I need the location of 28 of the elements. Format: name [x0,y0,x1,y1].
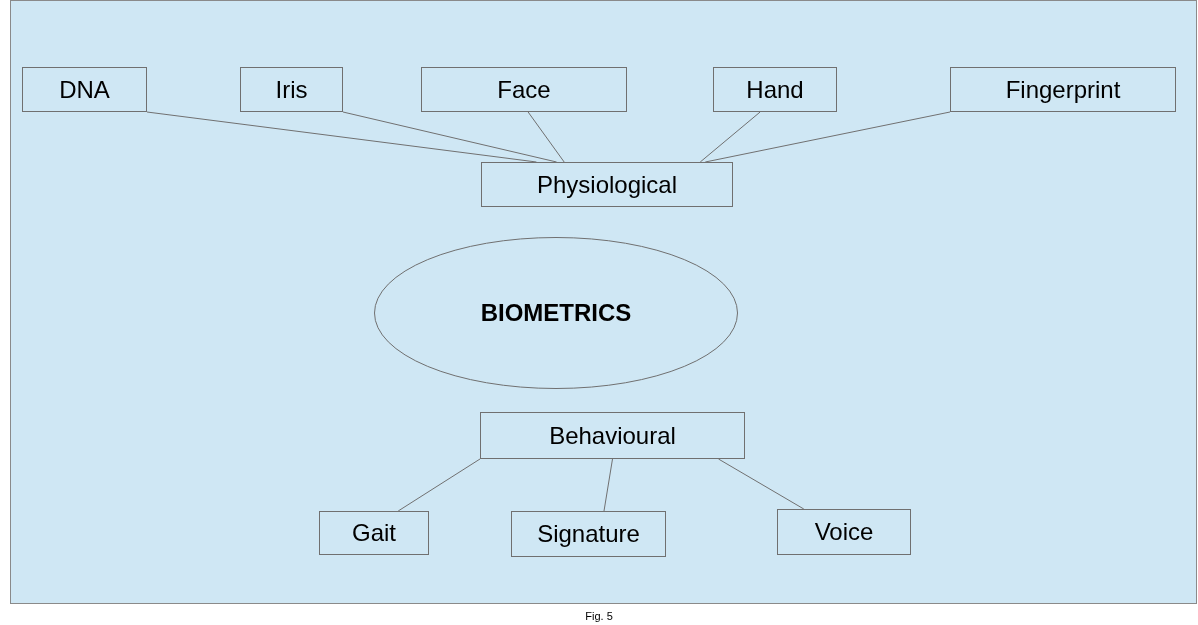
node-label: Hand [746,75,804,104]
category-box [319,511,429,555]
category-box [22,67,147,112]
node-label: Signature [537,520,640,548]
ellipse-node [374,237,738,389]
node-label: Gait [352,519,396,547]
connector-line [603,458,613,512]
node-label: DNA [59,75,110,104]
category-box [950,67,1176,112]
connector-line [718,458,805,510]
connector-line [397,458,481,512]
category-box [421,67,627,112]
node-label: Fingerprint [1005,75,1121,104]
node-label: Voice [814,518,874,546]
category-box [777,509,911,555]
category-box [240,67,343,112]
node-label: Behavioural [549,421,676,450]
node-label: Iris [275,75,308,104]
connector-line [699,111,761,163]
connector-line [527,111,565,163]
category-box [481,162,733,207]
category-box [713,67,837,112]
node-label: Face [497,75,551,104]
category-box [511,511,666,557]
category-box [480,412,745,459]
figure-caption: Fig. 5 [585,610,613,622]
node-label: BIOMETRICS [480,299,632,327]
node-label: Physiological [536,170,678,199]
